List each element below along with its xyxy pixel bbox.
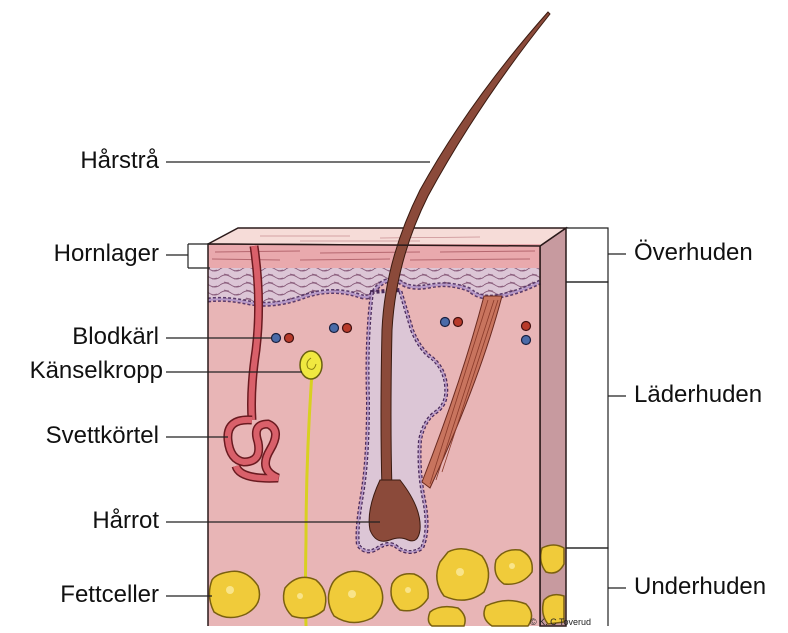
label-dermis: Läderhuden — [634, 383, 762, 407]
label-stratum-corneum: Hornlager — [54, 242, 159, 266]
label-sensory-receptor: Känselkropp — [30, 359, 163, 383]
block-top — [208, 228, 566, 246]
label-hair-shaft: Hårstrå — [80, 149, 159, 173]
label-epidermis: Överhuden — [634, 241, 753, 265]
artist-credit: © K. C Toverud — [530, 617, 591, 627]
label-sweat-gland: Svettkörtel — [46, 424, 159, 448]
label-blood-vessels: Blodkärl — [72, 325, 159, 349]
label-fat-cells: Fettceller — [60, 583, 159, 607]
label-hair-root: Hårrot — [92, 509, 159, 533]
label-subcutis: Underhuden — [634, 575, 766, 599]
sensory-receptor — [300, 351, 322, 379]
